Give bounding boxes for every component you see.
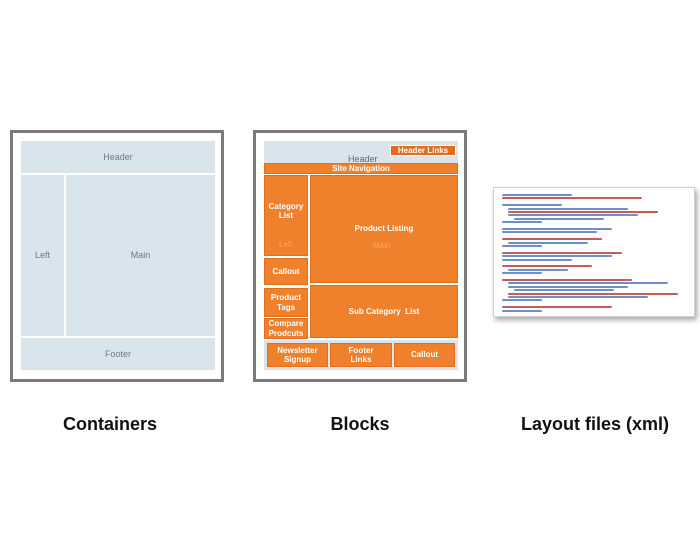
block-callout-left: Callout — [264, 258, 308, 285]
xml-code-line — [508, 241, 588, 244]
block-site-navigation: Site Navigation — [264, 163, 458, 174]
caption-blocks: Blocks — [330, 414, 390, 434]
block-header-links: Header Links — [390, 145, 456, 156]
xml-code-line — [502, 309, 542, 312]
xml-code-line — [502, 255, 612, 258]
xml-code-line — [514, 217, 604, 220]
xml-code-line — [508, 211, 658, 213]
xml-code-line — [508, 285, 628, 288]
xml-code-line — [502, 272, 542, 275]
block-callout-footer: Callout — [394, 343, 455, 367]
xml-code-line — [508, 207, 628, 210]
caption-containers: Containers — [62, 414, 158, 434]
block-main-ghost-label: Main — [373, 241, 391, 250]
blocks-diagram: Header Header Links Site Navigation Cate… — [253, 130, 467, 382]
layout-xml-thumbnail — [493, 187, 695, 317]
xml-code-line — [508, 268, 568, 271]
caption-layout-files: Layout files (xml) — [520, 414, 670, 434]
container-footer: Footer — [21, 338, 215, 370]
xml-code-line — [502, 194, 572, 196]
xml-code-line — [508, 296, 648, 298]
block-product-listing: Product Listing Main — [310, 175, 458, 283]
container-main: Main — [66, 175, 215, 336]
xml-code-line — [502, 221, 542, 224]
containers-diagram: Header Left Main Footer — [10, 130, 224, 382]
xml-code-line — [502, 306, 612, 309]
xml-code-line — [502, 251, 622, 254]
block-newsletter-signup: Newsletter Signup — [267, 343, 328, 367]
block-footer-links: Footer Links — [330, 343, 392, 367]
xml-code-line — [508, 292, 678, 295]
xml-code-line — [502, 265, 592, 268]
block-header-label: Header — [348, 154, 378, 164]
block-category-list-label: Category List — [268, 202, 304, 221]
block-compare-products: Compare Prodcuts — [264, 318, 308, 339]
container-header: Header — [21, 141, 215, 173]
block-product-listing-label: Product Listing — [354, 224, 414, 233]
xml-code-line — [502, 279, 632, 281]
xml-code-line — [502, 238, 602, 241]
block-product-tags: Product Tags — [264, 288, 308, 317]
xml-code-line — [508, 282, 668, 285]
block-category-list: Category List Left — [264, 175, 308, 256]
xml-code-line — [502, 245, 542, 247]
xml-code-line — [502, 228, 612, 230]
xml-code-line — [502, 197, 642, 200]
xml-code-line — [502, 299, 542, 302]
xml-code-line — [514, 289, 614, 292]
xml-code-line — [508, 214, 638, 217]
xml-code-line — [502, 204, 562, 207]
xml-code-line — [502, 231, 597, 234]
container-left: Left — [21, 175, 64, 336]
block-left-ghost-label: Left — [279, 240, 293, 249]
block-sub-category-list: Sub Category List — [310, 285, 458, 338]
xml-code-line — [502, 258, 572, 261]
